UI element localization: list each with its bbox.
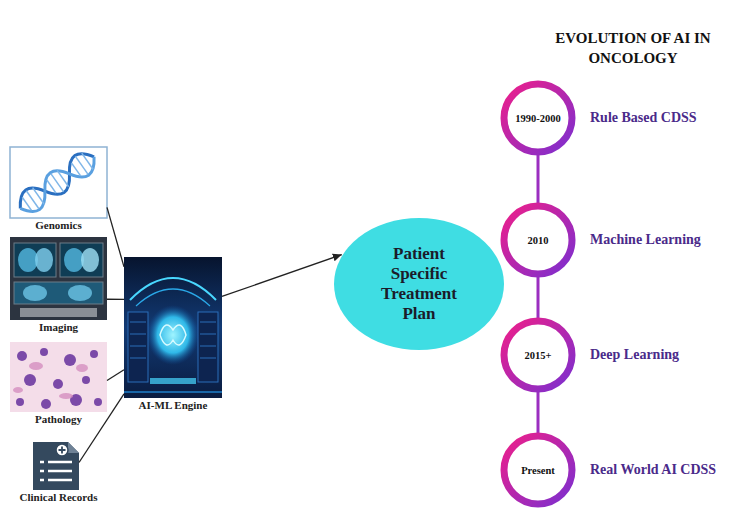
- era-label: Rule Based CDSS: [590, 110, 697, 126]
- timeline-link: [537, 155, 540, 203]
- timeline-circle: 1990-2000Rule Based CDSS: [500, 80, 576, 156]
- input-link: [107, 299, 124, 300]
- ring-outline: [504, 206, 572, 274]
- era-date: Present: [521, 465, 555, 476]
- box-caption: AI-ML Engine: [124, 399, 222, 412]
- timeline-link: [537, 392, 540, 433]
- era-label: Real World AI CDSS: [590, 462, 716, 478]
- ellipse-fill: [334, 218, 504, 350]
- box-caption: Imaging: [10, 321, 107, 334]
- timeline-circle: 2015+Deep Learning: [500, 317, 576, 393]
- era-date: 2015+: [525, 350, 552, 361]
- plan-ellipse: Patient Specific Treatment Plan: [333, 217, 505, 351]
- pathology-picture: [10, 342, 107, 412]
- era-date: 2010: [528, 235, 549, 246]
- plan-text-holder: Patient Specific Treatment Plan: [367, 244, 471, 324]
- source-box: AI-ML Engine: [124, 257, 222, 412]
- source-box: Pathology: [10, 342, 107, 426]
- flow-arrow: [222, 255, 342, 297]
- input-link: [79, 394, 124, 463]
- source-box: Clinical Records: [10, 440, 107, 504]
- era-date: 1990-2000: [515, 113, 561, 124]
- engine-picture: [124, 257, 222, 398]
- ring-outline: [504, 84, 572, 152]
- ring-outline: [504, 436, 572, 504]
- input-link: [107, 207, 124, 267]
- diagram-title: EVOLUTION OF AI IN ONCOLOGY: [528, 28, 738, 68]
- imaging-picture: [10, 237, 107, 320]
- box-caption: Pathology: [10, 413, 107, 426]
- input-link: [107, 370, 124, 381]
- records-picture: [33, 442, 79, 490]
- box-caption: Clinical Records: [10, 491, 107, 504]
- ring-outline: [504, 321, 572, 389]
- timeline-link: [537, 277, 540, 318]
- source-box: Genomics: [10, 147, 107, 232]
- timeline-circle: PresentReal World AI CDSS: [500, 432, 576, 508]
- box-caption: Genomics: [10, 219, 107, 232]
- plan-text: Patient Specific Treatment Plan: [367, 244, 471, 324]
- dna-picture: [10, 147, 107, 218]
- era-label: Deep Learning: [590, 347, 679, 363]
- timeline-circle: 2010Machine Learning: [500, 202, 576, 278]
- era-label: Machine Learning: [590, 232, 701, 248]
- source-box: Imaging: [10, 237, 107, 334]
